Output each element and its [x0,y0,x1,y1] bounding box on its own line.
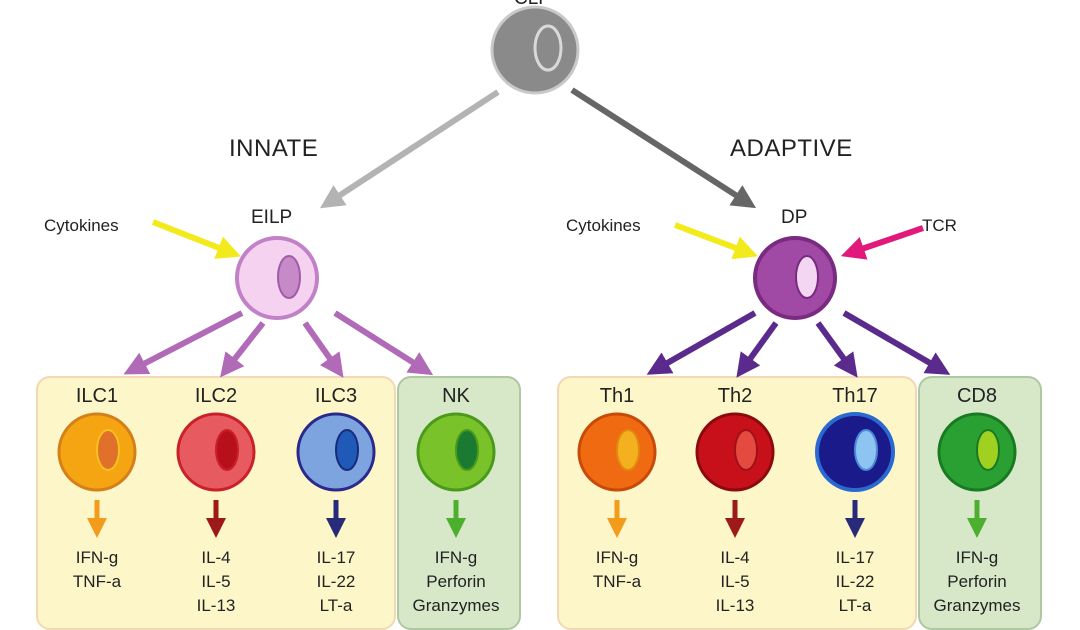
dp-label: DP [781,207,808,228]
cd8-title: CD8 [956,385,997,407]
output-item: LT-a [838,596,872,615]
output-item: Perforin [947,572,1007,591]
output-item: IL-4 [720,548,750,567]
th17-outputs: IL-17 IL-22 LT-a [790,546,920,618]
arrow-root-to-adaptive [570,87,757,209]
ilc1-cell [57,412,137,492]
tcr-label: TCR [922,216,957,235]
clp-cell [490,5,580,95]
ilc3-cell [296,412,376,492]
innate-branch-label: INNATE [229,135,319,162]
ilc1-title: ILC1 [75,385,119,407]
output-item: IL-5 [201,572,231,591]
nk-title: NK [442,385,470,407]
arrow-eilp-to-ilc2 [220,321,266,378]
output-item: TNF-a [592,572,642,591]
adaptive-cd8-panel [918,376,1042,630]
th17-cell [815,412,895,492]
th17-title: Th17 [832,385,878,407]
arrow-eilp-to-ilc1 [123,310,244,375]
th2-cell [695,412,775,492]
ilc1-outputs: IFN-g TNF-a [32,546,162,594]
arrow-dp-to-th2 [736,321,779,378]
output-item: IL-22 [835,572,875,591]
ilc2-outputs: IL-4 IL-5 IL-13 [151,546,281,618]
output-item: Granzymes [933,596,1021,615]
arrow-dp-to-th17 [815,321,858,378]
output-item: IL-22 [316,572,356,591]
arrow-dp-to-cd8 [842,310,951,375]
th1-cell [577,412,657,492]
ilc3-outputs: IL-17 IL-22 LT-a [271,546,401,618]
th1-outputs: IFN-g TNF-a [552,546,682,594]
output-item: IL-13 [715,596,755,615]
output-item: IFN-g [75,548,119,567]
arrow-eilp-to-nk [333,310,434,376]
clp-label: CLP [514,0,551,8]
dp-cell [753,236,837,320]
output-item: TNF-a [72,572,122,591]
arrow-dp-to-th1 [646,310,757,375]
output-item: IFN-g [595,548,639,567]
eilp-cell [235,236,319,320]
ilc2-cell [176,412,256,492]
ilc3-title: ILC3 [314,385,358,407]
output-item: Granzymes [412,596,500,615]
adaptive-branch-label: ADAPTIVE [730,135,853,162]
th1-title: Th1 [599,385,635,407]
output-item: Perforin [426,572,486,591]
ilc2-title: ILC2 [194,385,238,407]
output-item: LT-a [319,596,353,615]
output-item: IFN-g [434,548,478,567]
th2-title: Th2 [717,385,753,407]
output-item: IL-17 [316,548,356,567]
innate-cytokines-label: Cytokines [44,216,119,235]
cd8-outputs: IFN-g Perforin Granzymes [912,546,1042,618]
arrow-adaptive-cytokines [673,222,758,260]
output-item: IL-17 [835,548,875,567]
arrow-innate-cytokines [151,219,241,259]
th2-outputs: IL-4 IL-5 IL-13 [670,546,800,618]
output-item: IFN-g [955,548,999,567]
output-item: IL-5 [720,572,750,591]
arrow-eilp-to-ilc3 [302,321,344,378]
nk-cell [416,412,496,492]
adaptive-cytokines-label: Cytokines [566,216,641,235]
cd8-cell [937,412,1017,492]
nk-outputs: IFN-g Perforin Granzymes [391,546,521,618]
arrow-adaptive-tcr [840,225,924,260]
arrow-root-to-innate [319,89,500,209]
output-item: IL-4 [201,548,231,567]
eilp-label: EILP [251,207,293,228]
output-item: IL-13 [196,596,236,615]
